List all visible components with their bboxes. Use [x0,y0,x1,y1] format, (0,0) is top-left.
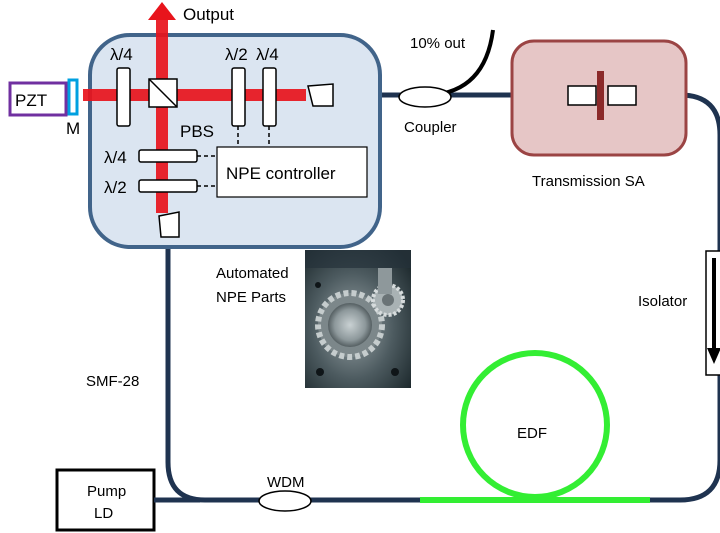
pbs-diagonal [148,78,178,108]
automated-npe-label-line2: NPE Parts [216,289,286,306]
beam-horizontal [83,89,306,101]
waveplate-qwp-2 [262,67,277,127]
isolator-arrow-icon [707,348,720,364]
coupler-label: Coupler [404,119,457,136]
sa-ferrule-left [567,85,597,106]
pzt-block [8,81,68,117]
automated-npe-label-line1: Automated [216,265,289,282]
edf-coil [460,350,610,500]
wdm-coupler [258,490,312,512]
pump-label-line2: LD [94,505,113,522]
mirror-m [67,78,79,116]
pump-label-line1: Pump [87,483,126,500]
smf28-label: SMF-28 [86,373,139,390]
hwp-2-label: λ/2 [104,178,127,197]
collimator-top [307,83,334,107]
output-label: Output [183,5,234,24]
pzt-label: PZT [15,91,47,110]
controller-links [197,126,270,187]
transmission-sa-label: Transmission SA [532,173,645,190]
mirror-label: M [66,119,80,138]
wdm-label: WDM [267,474,305,491]
sa-absorber [597,71,604,120]
qwp-1-label: λ/4 [110,45,133,64]
npe-module-box [88,33,382,249]
collimator-bottom [158,211,180,238]
pump-ld-box [55,468,156,532]
qwp-3-label: λ/4 [104,148,127,167]
waveplate-hwp-1 [231,67,246,127]
npe-controller-box [216,146,368,198]
beam-vertical-output [156,18,168,213]
output-arrow-icon [148,2,176,20]
npe-controller-label: NPE controller [226,164,336,183]
isolator-label: Isolator [638,293,687,310]
fiber-ring [165,92,720,503]
qwp-2-label: λ/4 [256,45,279,64]
pbs-label: PBS [180,122,214,141]
edf-label: EDF [517,425,547,442]
gear-mechanism-photo [305,250,411,388]
waveplate-qwp-1 [116,67,131,127]
sa-ferrule-right [607,85,637,106]
hwp-1-label: λ/2 [225,45,248,64]
waveplate-hwp-2 [138,179,198,193]
coupler [398,86,452,108]
waveplate-qwp-3 [138,149,198,163]
ten-percent-out-label: 10% out [410,35,466,52]
